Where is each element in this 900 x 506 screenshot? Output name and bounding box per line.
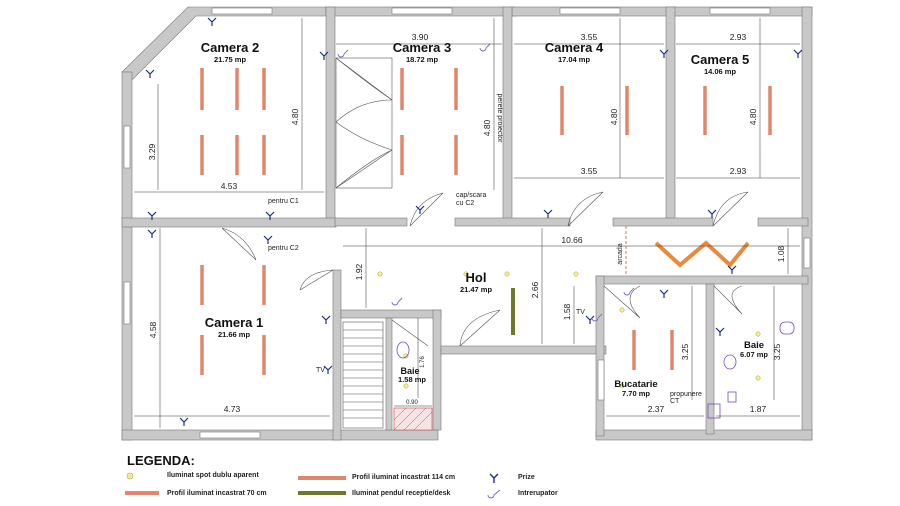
camera5-area: 14.06 mp [704,67,737,76]
dim-c2-side: 3.29 [147,143,157,160]
note-propunere-2: CT [670,398,680,405]
dim-c5-width-bottom: 2.93 [730,166,747,176]
legend-profile70-label: Profil iluminat incastrat 70 cm [167,490,267,497]
spot-lights [377,271,761,389]
dim-hol-h2: 2.66 [530,281,540,298]
dim-kit-h: 3.25 [680,343,690,360]
baie-right-name: Baie [744,340,764,351]
fixtures [396,321,795,419]
camera5-name: Camera 5 [691,52,750,67]
legend-spot-label: Iluminat spot dublu aparent [167,472,259,479]
dim-c1-width: 4.73 [224,404,241,414]
camera3-area: 18.72 mp [406,55,439,64]
baie-small-area: 1.58 mp [398,375,426,384]
dim-hol-h3: 1.58 [562,303,572,320]
camera1-area: 21.66 mp [218,330,251,339]
camera4-area: 17.04 mp [558,55,591,64]
dimension-labels: 3.90 3.55 2.93 4.53 3.29 4.80 4.80 3.55 … [147,32,786,414]
legend-profile70-icon [125,491,159,495]
dim-c5-width-top: 2.93 [730,32,747,42]
legend-pendant-icon [298,491,346,495]
legend-title: LEGENDA: [127,453,195,468]
legend-switch-label: Intrerupator [518,490,558,497]
note-arcada: arcada [617,243,624,265]
windows [123,7,811,439]
light-profiles [200,68,772,375]
stairs [342,321,384,429]
dim-hol-right: 1.08 [776,245,786,262]
note-pentru-c2: pentru C2 [268,245,299,252]
legend-profile114-icon [298,476,346,480]
legend-socket-label: Prize [518,474,535,481]
notes: perete proiector cap/scara cu C2 pentru … [268,93,702,405]
dim-bath-w: 0.90 [406,400,418,406]
dimension-lines [134,18,800,428]
note-capscara-2: cu C2 [456,200,474,207]
dim-c3-height: 4.80 [482,119,492,136]
camera2-name: Camera 2 [201,40,260,55]
dim-c5-height: 4.80 [748,108,758,125]
doors [221,191,749,347]
dim-bath-h: 1.76 [420,356,426,368]
dim-c4-width-top: 3.55 [581,32,598,42]
note-tv-1: TV [316,367,325,374]
note-propunere-1: propunere [670,391,702,398]
hol-name: Hol [466,270,487,285]
hatched-box [393,407,433,431]
switch-icons [337,43,635,322]
wardrobe [335,57,393,189]
baie-small-name: Baie [400,366,419,376]
legend-switch-icon [487,489,501,499]
camera4-name: Camera 4 [545,40,604,55]
camera3-name: Camera 3 [393,40,452,55]
baie-right-area: 6.07 mp [740,350,768,359]
legend-pendant-label: Iluminat pendul receptie/desk [352,490,451,497]
dim-c4-height: 4.80 [609,108,619,125]
dim-bath2-w: 1.87 [750,404,767,414]
dim-c2-height: 4.80 [290,108,300,125]
camera2-area: 21.75 mp [214,55,247,64]
dim-hol-width: 10.66 [561,235,583,245]
dim-c1-height: 4.58 [148,321,158,338]
dim-hol-h1: 1.92 [354,263,364,280]
note-capscara-1: cap/scara [456,192,486,199]
walls [121,6,813,441]
socket-icons [145,17,803,426]
legend-socket-icon [489,473,499,483]
note-pentru-c1: pentru C1 [268,198,299,205]
note-tv-2: TV [576,309,585,316]
legend-spot-icon [126,472,134,480]
camera1-name: Camera 1 [205,315,264,330]
dim-c3-width: 3.90 [412,32,429,42]
legend-profile114-label: Profil iluminat incastrat 114 cm [352,474,456,481]
dim-c2-width: 4.53 [221,181,238,191]
dim-c4-width-bottom: 3.55 [581,166,598,176]
dim-bath2-h: 3.25 [772,343,782,360]
room-labels: Camera 2 21.75 mp Camera 3 18.72 mp Came… [201,40,769,398]
hol-area: 21.47 mp [460,285,493,294]
dim-kit-w: 2.37 [648,404,665,414]
bucatarie-area: 7.70 mp [622,389,650,398]
bucatarie-name: Bucatarie [614,379,657,390]
note-perete: perete proiector [496,93,503,143]
zigzag-profile [654,240,750,268]
